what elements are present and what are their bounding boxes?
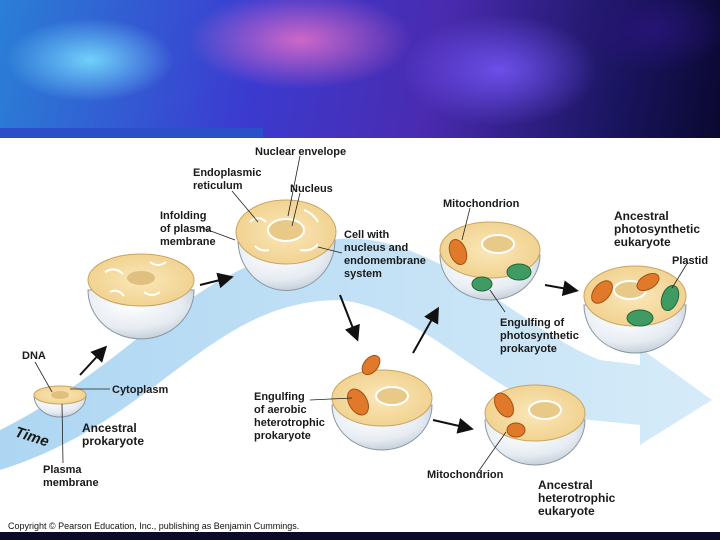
label-cellwith-2: nucleus and	[344, 242, 408, 254]
label-mitochondrion-top: Mitochondrion	[443, 198, 520, 210]
label-aps-3: eukaryote	[614, 235, 671, 249]
infolding-cell	[87, 253, 195, 340]
label-aps-2: photosynthetic	[614, 222, 700, 236]
label-plasma-2: membrane	[43, 477, 99, 489]
progress-arrow	[412, 306, 439, 354]
mitochondrion-icon	[636, 272, 660, 292]
leader-lines	[34, 155, 689, 473]
label-nucleus: Nucleus	[290, 183, 333, 195]
background-gradient	[0, 0, 720, 140]
label-nuclear-envelope: Nuclear envelope	[255, 146, 346, 158]
mitochondrion-icon	[506, 422, 526, 438]
label-ancestral-prokaryote-2: prokaryote	[82, 434, 144, 448]
label-engulf-photo-3: prokaryote	[500, 343, 557, 355]
label-cellwith-4: system	[344, 268, 382, 280]
photosynthetic-prokaryote-icon	[471, 276, 493, 292]
label-mitochondrion-bottom: Mitochondrion	[427, 469, 504, 481]
label-infolding-2: of plasma	[160, 223, 212, 235]
label-aps-1: Ancestral	[614, 209, 669, 223]
progress-arrow	[79, 345, 108, 376]
label-infolding-3: membrane	[160, 236, 216, 248]
time-arrow	[0, 238, 712, 470]
progress-arrow	[432, 417, 474, 434]
aerobic-prokaryote-icon	[361, 354, 381, 376]
label-ahe-2: heterotrophic	[538, 491, 616, 505]
label-infolding-1: Infolding	[160, 210, 206, 222]
progress-arrow	[544, 280, 579, 297]
label-engulf-aerobic-3: heterotrophic	[254, 417, 325, 429]
plastid-icon	[626, 309, 654, 327]
ancestral-photosynthetic-eukaryote-cell	[583, 265, 687, 354]
plastid-icon	[660, 284, 680, 312]
mitochondrion-icon	[448, 238, 468, 266]
label-ahe-1: Ancestral	[538, 478, 593, 492]
label-cellwith-1: Cell with	[344, 229, 390, 241]
label-engulf-photo-2: photosynthetic	[500, 330, 579, 342]
mitochondrion-icon	[591, 280, 613, 304]
label-engulf-aerobic-4: prokaryote	[254, 430, 311, 442]
label-ancestral-prokaryote-1: Ancestral	[82, 421, 137, 435]
engulfing-aerobic-cell	[331, 354, 433, 451]
progress-arrow	[199, 272, 234, 289]
label-er-1: Endoplasmic	[193, 167, 261, 179]
progress-arrow	[339, 294, 360, 342]
label-dna: DNA	[22, 350, 46, 362]
label-er-2: reticulum	[193, 180, 243, 192]
engulfing-photosynthetic-cell	[439, 221, 541, 301]
ancestral-prokaryote-cell	[33, 385, 87, 418]
label-engulf-aerobic-1: Engulfing	[254, 391, 305, 403]
label-cytoplasm: Cytoplasm	[112, 384, 168, 396]
label-engulf-aerobic-2: of aerobic	[254, 404, 307, 416]
ancestral-heterotrophic-eukaryote-cell	[484, 384, 586, 466]
copyright-text: Copyright © Pearson Education, Inc., pub…	[8, 521, 300, 531]
bottom-edge	[0, 532, 720, 540]
label-cellwith-3: endomembrane	[344, 255, 426, 267]
mitochondrion-icon	[347, 388, 369, 416]
photosynthetic-prokaryote-icon	[506, 263, 532, 281]
label-plasma-1: Plasma	[43, 464, 82, 476]
mitochondrion-icon	[494, 392, 514, 418]
nucleated-cell	[235, 199, 337, 291]
label-plastid: Plastid	[672, 255, 708, 267]
label-ahe-3: eukaryote	[538, 504, 595, 518]
label-engulf-photo-1: Engulfing of	[500, 317, 564, 329]
title-bar-accent	[0, 128, 263, 138]
